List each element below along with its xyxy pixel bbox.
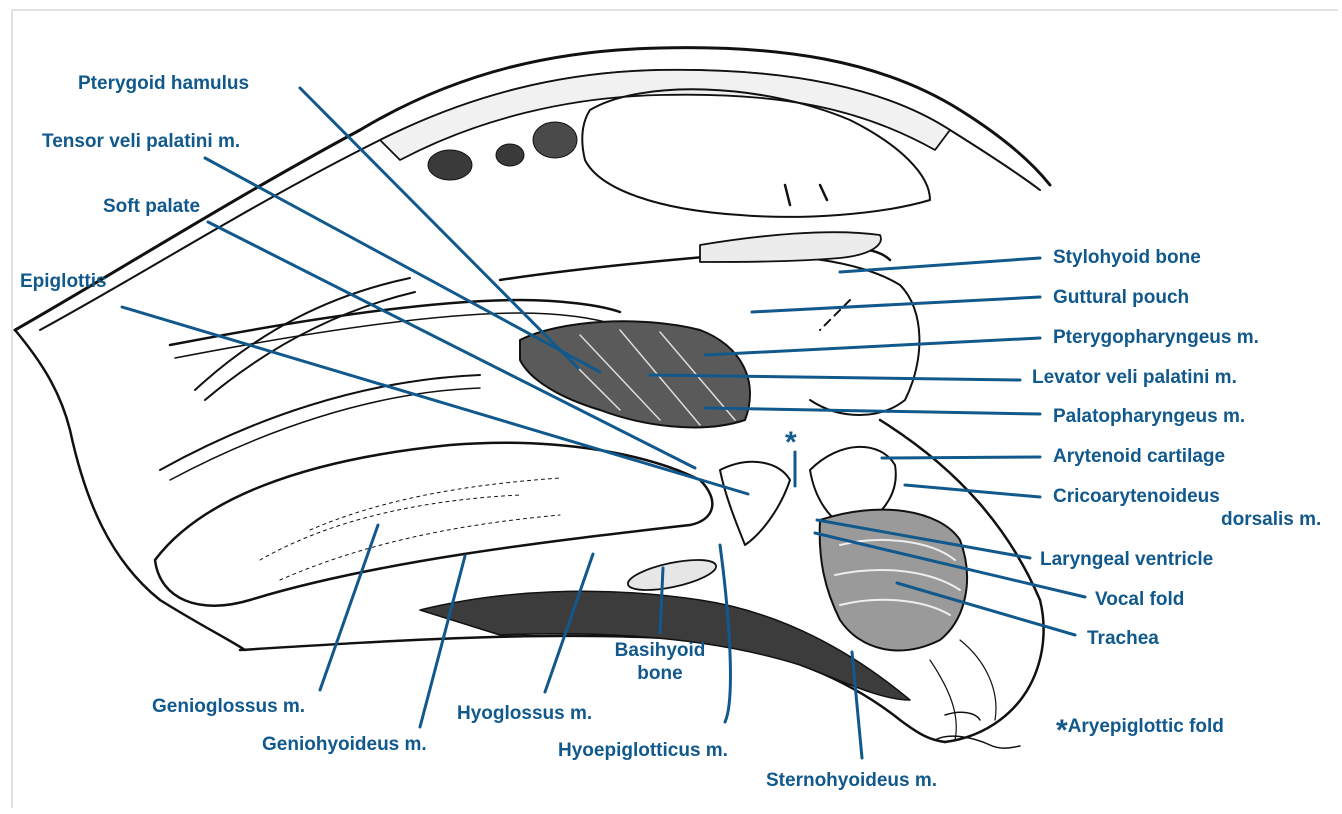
face-front bbox=[15, 330, 245, 650]
leader-geniohyoideus bbox=[420, 556, 465, 727]
center-star-marker: * bbox=[785, 432, 797, 454]
sinus-1 bbox=[428, 150, 472, 180]
sinus-2 bbox=[496, 144, 524, 166]
label-epiglottis: Epiglottis bbox=[20, 271, 107, 293]
label-geniohyoideus: Geniohyoideus m. bbox=[262, 734, 427, 756]
sinus-3 bbox=[533, 122, 577, 158]
label-arytenoid-cartilage: Arytenoid cartilage bbox=[1053, 446, 1225, 468]
leader-genioglossus bbox=[320, 525, 378, 690]
label-guttural-pouch: Guttural pouch bbox=[1053, 287, 1189, 309]
trachea-tube bbox=[820, 510, 967, 651]
dash-2 bbox=[820, 185, 827, 200]
label-tensor-veli-palatini: Tensor veli palatini m. bbox=[42, 131, 240, 153]
stylohyoid bbox=[700, 232, 881, 262]
aryepiglottic-text: Aryepiglottic fold bbox=[1068, 716, 1224, 737]
label-basihyoid-line1: Basihyoid bbox=[600, 640, 720, 662]
cranial-bone bbox=[380, 70, 950, 160]
label-cricoarytenoideus-line1: Cricoarytenoideus bbox=[1053, 486, 1220, 508]
label-pterygoid-hamulus: Pterygoid hamulus bbox=[78, 73, 249, 95]
leader-guttural bbox=[752, 297, 1040, 312]
leader-pterygopharyngeus bbox=[705, 338, 1040, 355]
label-palatopharyngeus: Palatopharyngeus m. bbox=[1053, 406, 1245, 428]
leader-stylohyoid bbox=[840, 258, 1040, 272]
label-aryepiglottic-fold: *Aryepiglottic fold bbox=[1056, 716, 1224, 742]
pharyngeal-muscles bbox=[520, 321, 750, 427]
dash-1 bbox=[785, 185, 790, 205]
label-cricoarytenoideus-line2: dorsalis m. bbox=[1221, 509, 1321, 531]
label-sternohyoideus: Sternohyoideus m. bbox=[766, 770, 937, 792]
label-laryngeal-ventricle: Laryngeal ventricle bbox=[1040, 549, 1213, 571]
label-stylohyoid-bone: Stylohyoid bone bbox=[1053, 247, 1201, 269]
nasal-line-3 bbox=[160, 375, 480, 470]
label-genioglossus: Genioglossus m. bbox=[152, 696, 305, 718]
neck-lines bbox=[930, 640, 996, 740]
epiglottis-shape bbox=[720, 462, 790, 545]
dash-3 bbox=[820, 300, 850, 330]
basihyoid-bone-shape bbox=[625, 554, 718, 596]
label-trachea: Trachea bbox=[1087, 628, 1159, 650]
tongue-fibers bbox=[260, 478, 560, 580]
label-pterygopharyngeus: Pterygopharyngeus m. bbox=[1053, 327, 1259, 349]
label-basihyoid-line2: bone bbox=[600, 663, 720, 685]
label-vocal-fold: Vocal fold bbox=[1095, 589, 1184, 611]
label-soft-palate: Soft palate bbox=[103, 196, 200, 218]
aryepiglottic-star: * bbox=[1056, 714, 1068, 747]
label-hyoepiglotticus: Hyoepiglotticus m. bbox=[558, 740, 728, 762]
label-hyoglossus: Hyoglossus m. bbox=[457, 703, 592, 725]
label-levator-veli-palatini: Levator veli palatini m. bbox=[1032, 367, 1237, 389]
leader-arytenoid bbox=[882, 457, 1040, 458]
